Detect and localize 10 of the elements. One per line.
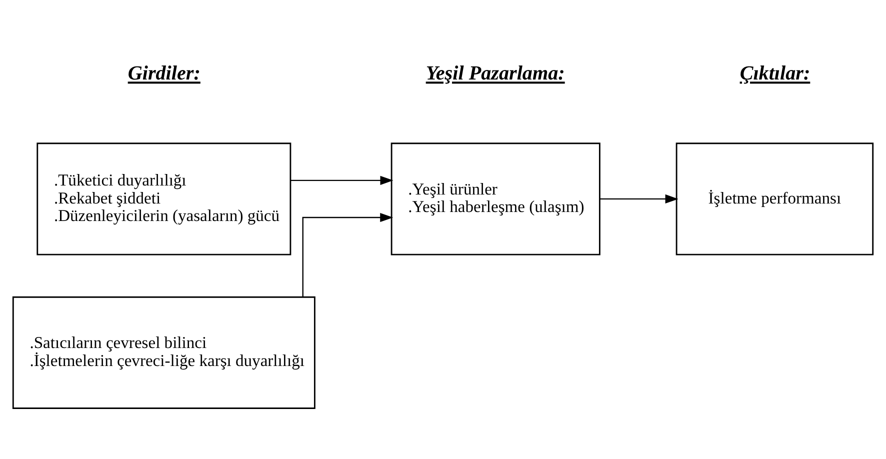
arrow (302, 212, 394, 296)
label: Yeşil Pazarlama: (426, 62, 565, 84)
node-box: .Satıcıların çevresel bilinci .İşletmelerin çevreci-liğe karşı duyarlılığı (12, 296, 316, 408)
label: Girdiler: (128, 62, 200, 84)
node-box: .Yeşil ürünler .Yeşil haberleşme (ulaşım) (390, 142, 600, 255)
arrow (290, 175, 394, 184)
label: Çıktılar: (740, 62, 810, 84)
node-box: .Tüketici duyarlılığı .Rekabet şiddeti .Düzenleyicilerin (yasaların) gücü (36, 142, 292, 255)
arrow (600, 194, 678, 204)
node-box: İşletme performansı (676, 142, 874, 255)
